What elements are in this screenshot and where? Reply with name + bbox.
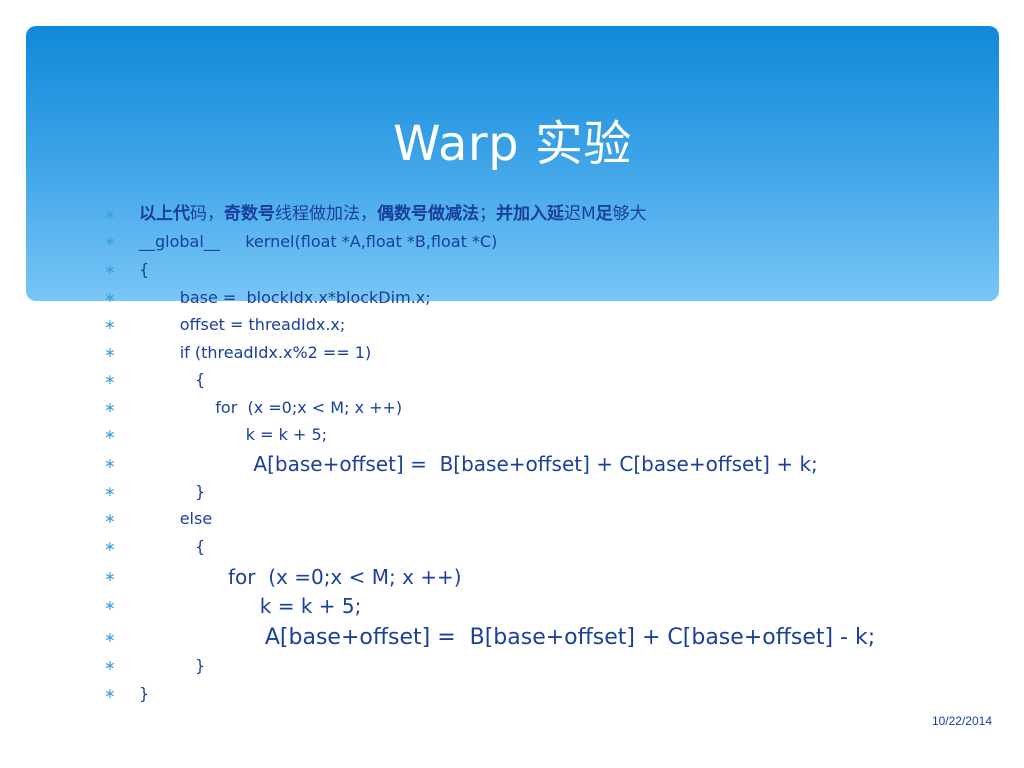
text-segment: for (x =0;x < M; x ++) [139, 398, 403, 417]
text-segment: __global__ kernel(float *A,float *B,floa… [139, 232, 498, 251]
text-segment: 偶数号做减法 [377, 204, 479, 224]
text-segment: } [139, 684, 150, 703]
bullet-text: { [139, 539, 205, 555]
bullet-text: for (x =0;x < M; x ++) [139, 567, 462, 587]
bullet-text: A[base+offset] = B[base+offset] + C[base… [139, 452, 818, 476]
bullet-icon: ∗ [104, 400, 116, 416]
bullet-icon: ∗ [104, 484, 116, 500]
bullet-text: __global__ kernel(float *A,float *B,floa… [139, 234, 497, 250]
title-banner: Warp 实验 [26, 26, 999, 301]
bullet-text: for (x =0;x < M; x ++) [139, 400, 402, 416]
bullet-icon: ∗ [104, 630, 116, 646]
bullet-icon: ∗ [104, 569, 116, 585]
bullet-icon: ∗ [104, 598, 116, 614]
text-segment: { [139, 370, 206, 389]
text-segment: else [139, 509, 213, 528]
text-segment: 奇数号 [224, 204, 275, 224]
bullet-icon: ∗ [104, 372, 116, 388]
text-segment: 并加入延 [496, 204, 564, 224]
text-segment: 够大 [612, 204, 647, 224]
bullet-icon: ∗ [104, 427, 116, 443]
text-segment: 迟M [564, 204, 596, 224]
bullet-text: k = k + 5; [139, 594, 362, 618]
bullet-icon: ∗ [104, 317, 116, 333]
text-segment: 足 [595, 204, 613, 224]
text-segment: offset = threadIdx.x; [139, 315, 346, 334]
text-segment: } [139, 482, 206, 501]
bullet-icon: ∗ [104, 206, 116, 223]
bullet-icon: ∗ [104, 345, 116, 361]
bullet-text: base = blockIdx.x*blockDim.x; [139, 290, 431, 306]
text-segment: 码， [190, 204, 224, 224]
bullet-icon: ∗ [104, 658, 116, 674]
text-segment: A[base+offset] = B[base+offset] + C[base… [139, 625, 876, 650]
bullet-text: { [139, 262, 149, 278]
text-segment: { [139, 260, 150, 279]
text-segment: } [139, 656, 206, 675]
bullet-icon: ∗ [104, 686, 116, 702]
bullet-icon: ∗ [104, 456, 116, 472]
bullet-text: } [139, 658, 205, 674]
bullet-text: } [139, 686, 149, 702]
bullet-icon: ∗ [104, 290, 116, 306]
text-segment: k = k + 5; [139, 425, 328, 444]
bullet-text: offset = threadIdx.x; [139, 315, 346, 334]
bullet-text: if (threadIdx.x%2 == 1) [139, 343, 372, 362]
text-segment: for (x =0;x < M; x ++) [139, 565, 462, 589]
text-segment: if (threadIdx.x%2 == 1) [139, 343, 372, 362]
text-segment: k = k + 5; [139, 594, 362, 618]
bullet-text: A[base+offset] = B[base+offset] + C[base… [139, 627, 875, 649]
text-segment: 线程做加法， [275, 204, 377, 224]
bullet-icon: ∗ [104, 262, 116, 278]
bullet-icon: ∗ [104, 234, 116, 250]
bullet-text: 以上代码，奇数号线程做加法，偶数号做减法；并加入延迟M足够大 [139, 206, 647, 223]
bullet-icon: ∗ [104, 539, 116, 555]
footer-date: 10/22/2014 [931, 714, 992, 728]
text-segment: base = blockIdx.x*blockDim.x; [139, 288, 431, 307]
text-segment: { [139, 537, 206, 556]
bullet-text: } [139, 484, 205, 500]
text-segment: ； [479, 204, 496, 224]
slide-title: Warp 实验 [393, 116, 632, 172]
bullet-text: k = k + 5; [139, 427, 327, 443]
text-segment: 以上代 [139, 204, 190, 224]
bullet-icon: ∗ [104, 511, 116, 527]
bullet-text: else [139, 511, 212, 527]
text-segment: A[base+offset] = B[base+offset] + C[base… [139, 452, 818, 476]
bullet-text: { [139, 372, 205, 388]
